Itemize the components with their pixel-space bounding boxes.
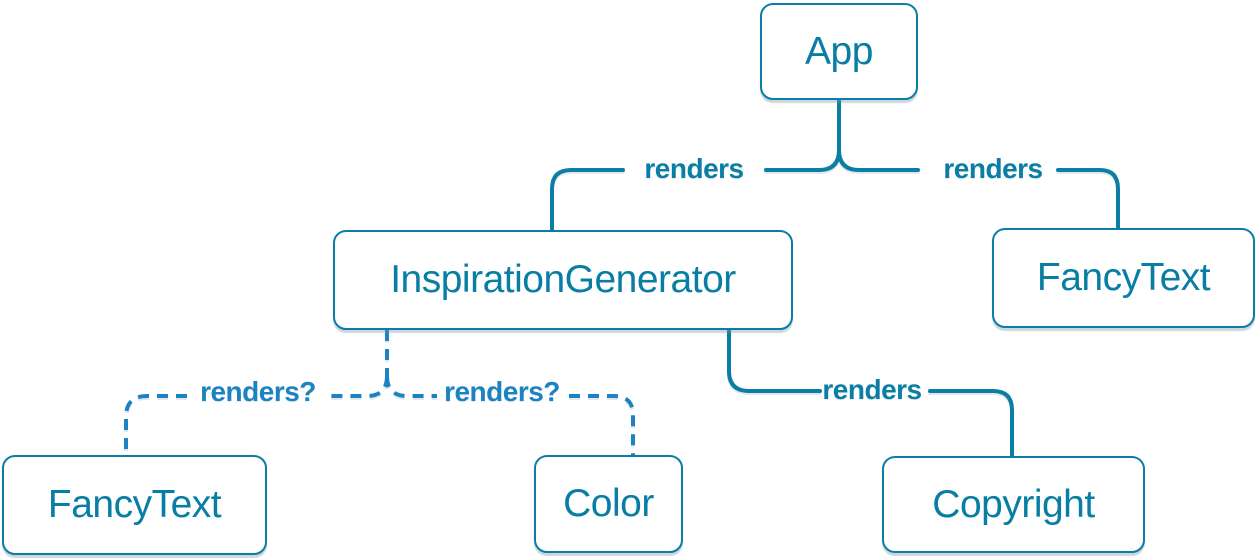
node-app-label: App <box>805 29 873 73</box>
edge-inspiration-generator-to-fancy-text-b <box>124 394 187 455</box>
node-fancy-text-right-label: FancyText <box>1036 256 1211 299</box>
edge-app-to-fancy-text-a <box>837 148 920 172</box>
edge-inspiration-generator-to-fancy-text-a <box>324 375 389 398</box>
edge-inspiration-generator-to-color-a <box>385 375 437 398</box>
node-fancy-text-left: FancyText <box>2 455 267 555</box>
edge-app-to-fancy-text-b <box>1056 168 1120 230</box>
edge-label-app-inspiration-generator: renders <box>644 153 744 184</box>
edge-label-app-fancy-text: renders <box>943 153 1043 184</box>
edge-label-inspiration-generator-copyright: renders <box>822 374 922 405</box>
edge-inspiration-generator-to-copyright-a <box>727 328 822 393</box>
edge-inspiration-generator-to-color-b <box>569 394 635 455</box>
edge-app-to-inspiration-generator-b <box>550 168 625 232</box>
edge-label-inspiration-generator-fancy-text: renders? <box>200 376 316 407</box>
node-inspiration-generator: InspirationGenerator <box>333 230 793 330</box>
node-copyright-label: Copyright <box>932 482 1095 526</box>
node-fancy-text-right: FancyText <box>992 228 1255 328</box>
node-color: Color <box>534 455 683 553</box>
node-color-label: Color <box>563 482 654 525</box>
edge-label-inspiration-generator-color: renders? <box>444 376 560 407</box>
edge-app-to-inspiration-generator-a <box>764 148 841 172</box>
node-app: App <box>760 3 918 100</box>
node-copyright: Copyright <box>882 456 1145 553</box>
node-inspiration-generator-label: InspirationGenerator <box>390 258 736 301</box>
edge-inspiration-generator-to-copyright-b <box>928 389 1014 458</box>
node-fancy-text-left-label: FancyText <box>47 483 222 526</box>
